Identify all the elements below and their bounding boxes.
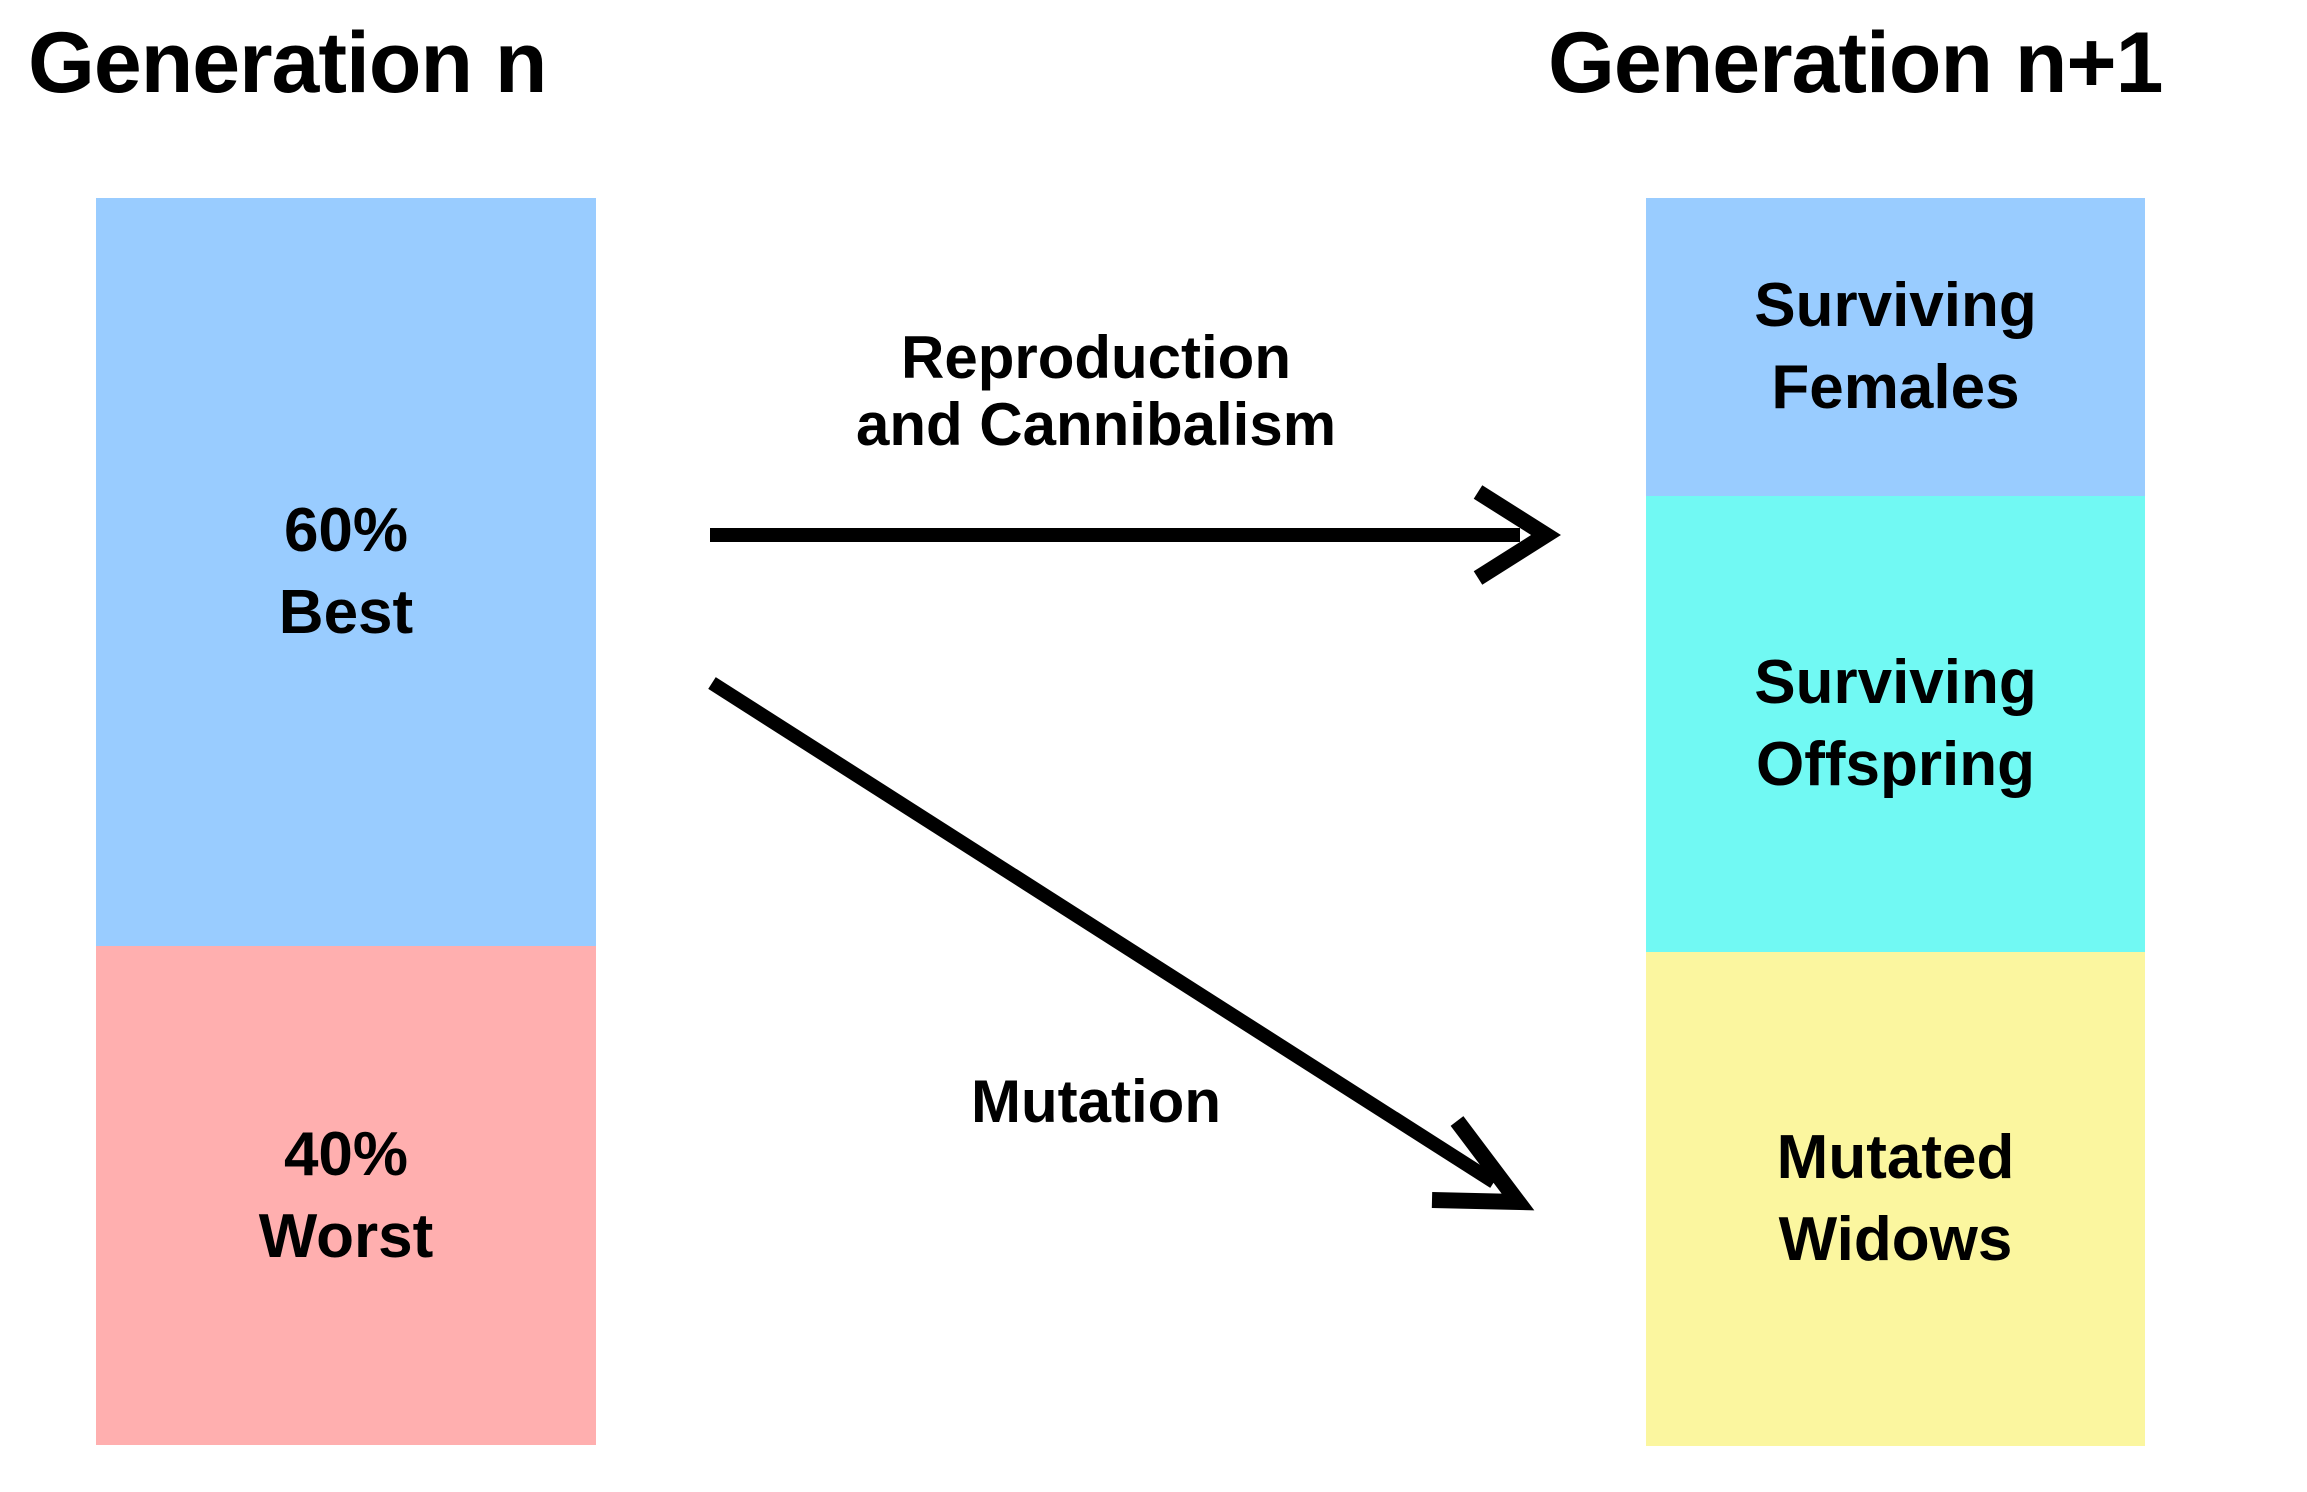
bar-segment-best: 60% Best — [96, 198, 596, 946]
page-title-generation-n: Generation n — [28, 15, 547, 111]
page-title-generation-n-plus-1: Generation n+1 — [1548, 15, 2163, 111]
bar-segment-mutated-widows-label: Mutated Widows — [1776, 1123, 2015, 1274]
bar-segment-surviving-females-label: Surviving Females — [1754, 271, 2037, 422]
bar-generation-n: 60% Best 40% Worst — [96, 198, 596, 1445]
bar-segment-worst: 40% Worst — [96, 946, 596, 1445]
reproduction-arrow-icon — [710, 485, 1561, 585]
arrow-label-mutation: Mutation — [971, 1068, 1221, 1135]
bar-segment-surviving-offspring: Surviving Offspring — [1646, 496, 2145, 952]
arrow-label-reproduction: Reproduction and Cannibalism — [855, 324, 1337, 459]
bar-segment-mutated-widows: Mutated Widows — [1646, 952, 2145, 1446]
bar-segment-surviving-females: Surviving Females — [1646, 198, 2145, 496]
bar-generation-n-plus-1: Surviving Females Surviving Offspring Mu… — [1646, 198, 2145, 1446]
bar-segment-surviving-offspring-label: Surviving Offspring — [1754, 648, 2037, 799]
bar-segment-best-label: 60% Best — [278, 496, 414, 647]
bar-segment-worst-label: 40% Worst — [258, 1119, 434, 1271]
